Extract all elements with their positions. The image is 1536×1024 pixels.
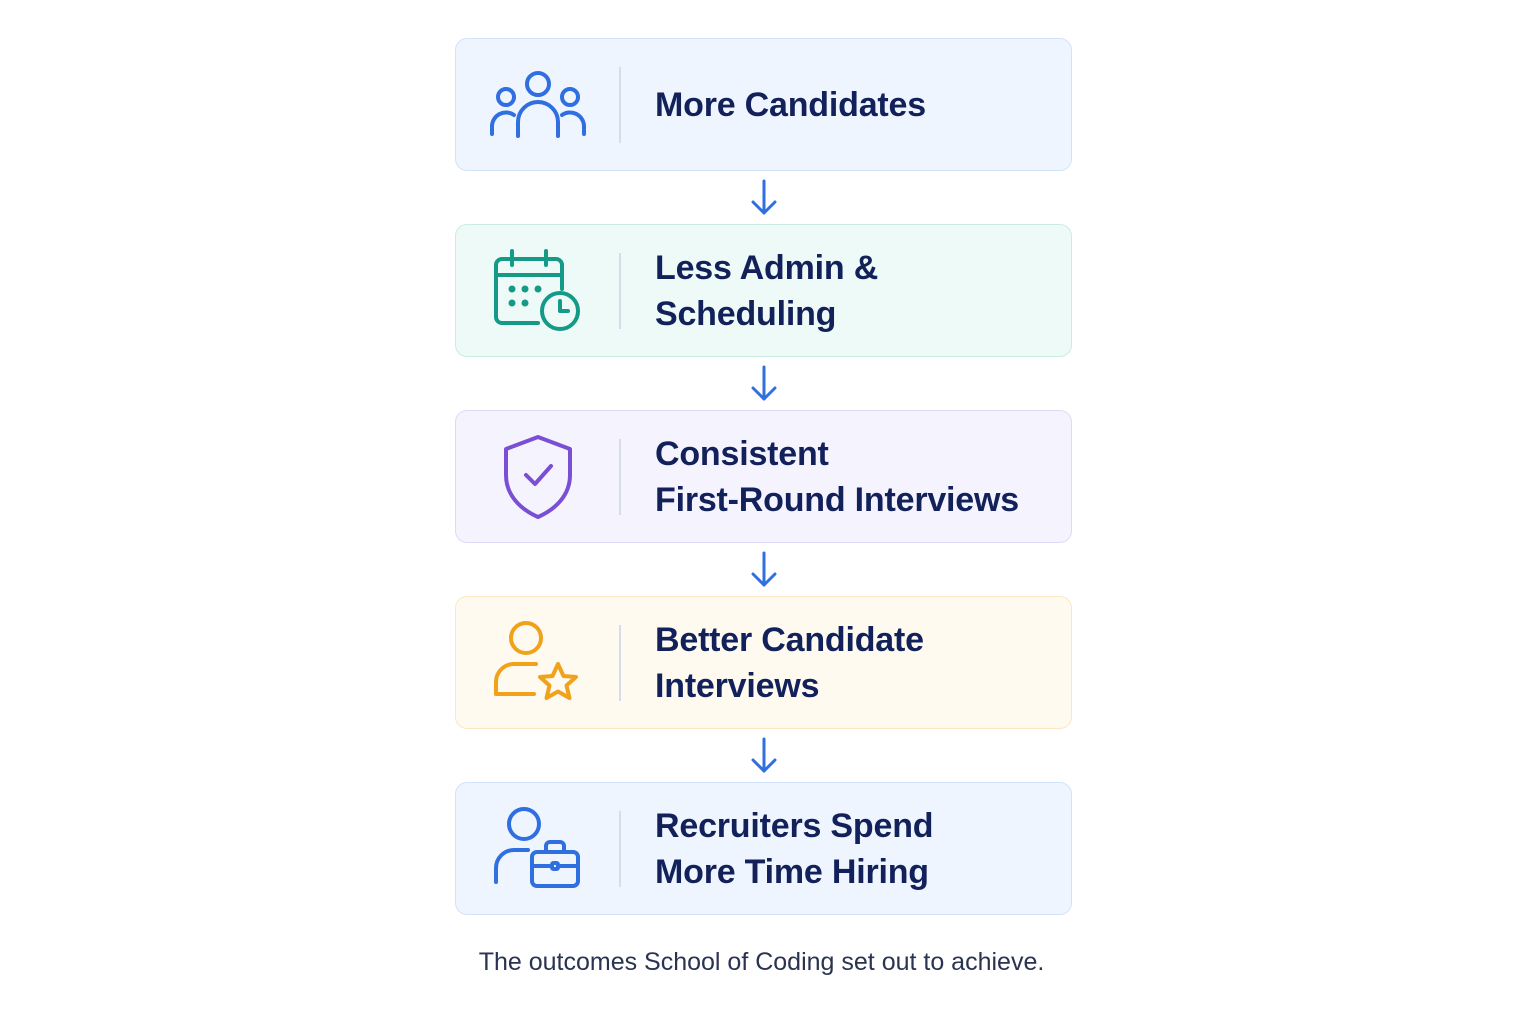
shield-check-icon bbox=[456, 411, 620, 542]
step-card-less-admin: Less Admin & Scheduling bbox=[455, 224, 1072, 357]
card-divider bbox=[619, 811, 621, 887]
step-label-line2: More Time Hiring bbox=[655, 852, 929, 891]
card-divider bbox=[619, 625, 621, 701]
step-label-line2: First-Round Interviews bbox=[655, 480, 1019, 519]
card-divider bbox=[619, 253, 621, 329]
step-label: Less Admin & Scheduling bbox=[655, 245, 878, 337]
step-card-more-candidates: More Candidates bbox=[455, 38, 1072, 171]
step-label-line2: Scheduling bbox=[655, 294, 837, 333]
step-label-line1: Recruiters Spend bbox=[655, 806, 934, 845]
step-card-better-interviews: Better Candidate Interviews bbox=[455, 596, 1072, 729]
step-label-line1: More Candidates bbox=[655, 85, 926, 124]
down-arrow-icon bbox=[455, 543, 1072, 596]
step-label: Consistent First-Round Interviews bbox=[655, 431, 1019, 523]
user-briefcase-icon bbox=[456, 783, 620, 914]
step-card-recruiters-hiring: Recruiters Spend More Time Hiring bbox=[455, 782, 1072, 915]
step-label-line1: Better Candidate bbox=[655, 620, 924, 659]
down-arrow-icon bbox=[455, 357, 1072, 410]
step-label-line1: Consistent bbox=[655, 434, 829, 473]
user-star-icon bbox=[456, 597, 620, 728]
step-card-consistent-interviews: Consistent First-Round Interviews bbox=[455, 410, 1072, 543]
card-divider bbox=[619, 67, 621, 143]
down-arrow-icon bbox=[455, 171, 1072, 224]
card-divider bbox=[619, 439, 621, 515]
step-label-line2: Interviews bbox=[655, 666, 820, 705]
people-group-icon bbox=[456, 39, 620, 170]
step-label: Recruiters Spend More Time Hiring bbox=[655, 803, 934, 895]
calendar-clock-icon bbox=[456, 225, 620, 356]
down-arrow-icon bbox=[455, 729, 1072, 782]
step-label-line1: Less Admin & bbox=[655, 248, 879, 287]
figure-caption: The outcomes School of Coding set out to… bbox=[478, 948, 1045, 976]
step-label: More Candidates bbox=[655, 82, 926, 128]
step-label: Better Candidate Interviews bbox=[655, 617, 924, 709]
outcomes-flow: More Candidates bbox=[455, 38, 1072, 915]
